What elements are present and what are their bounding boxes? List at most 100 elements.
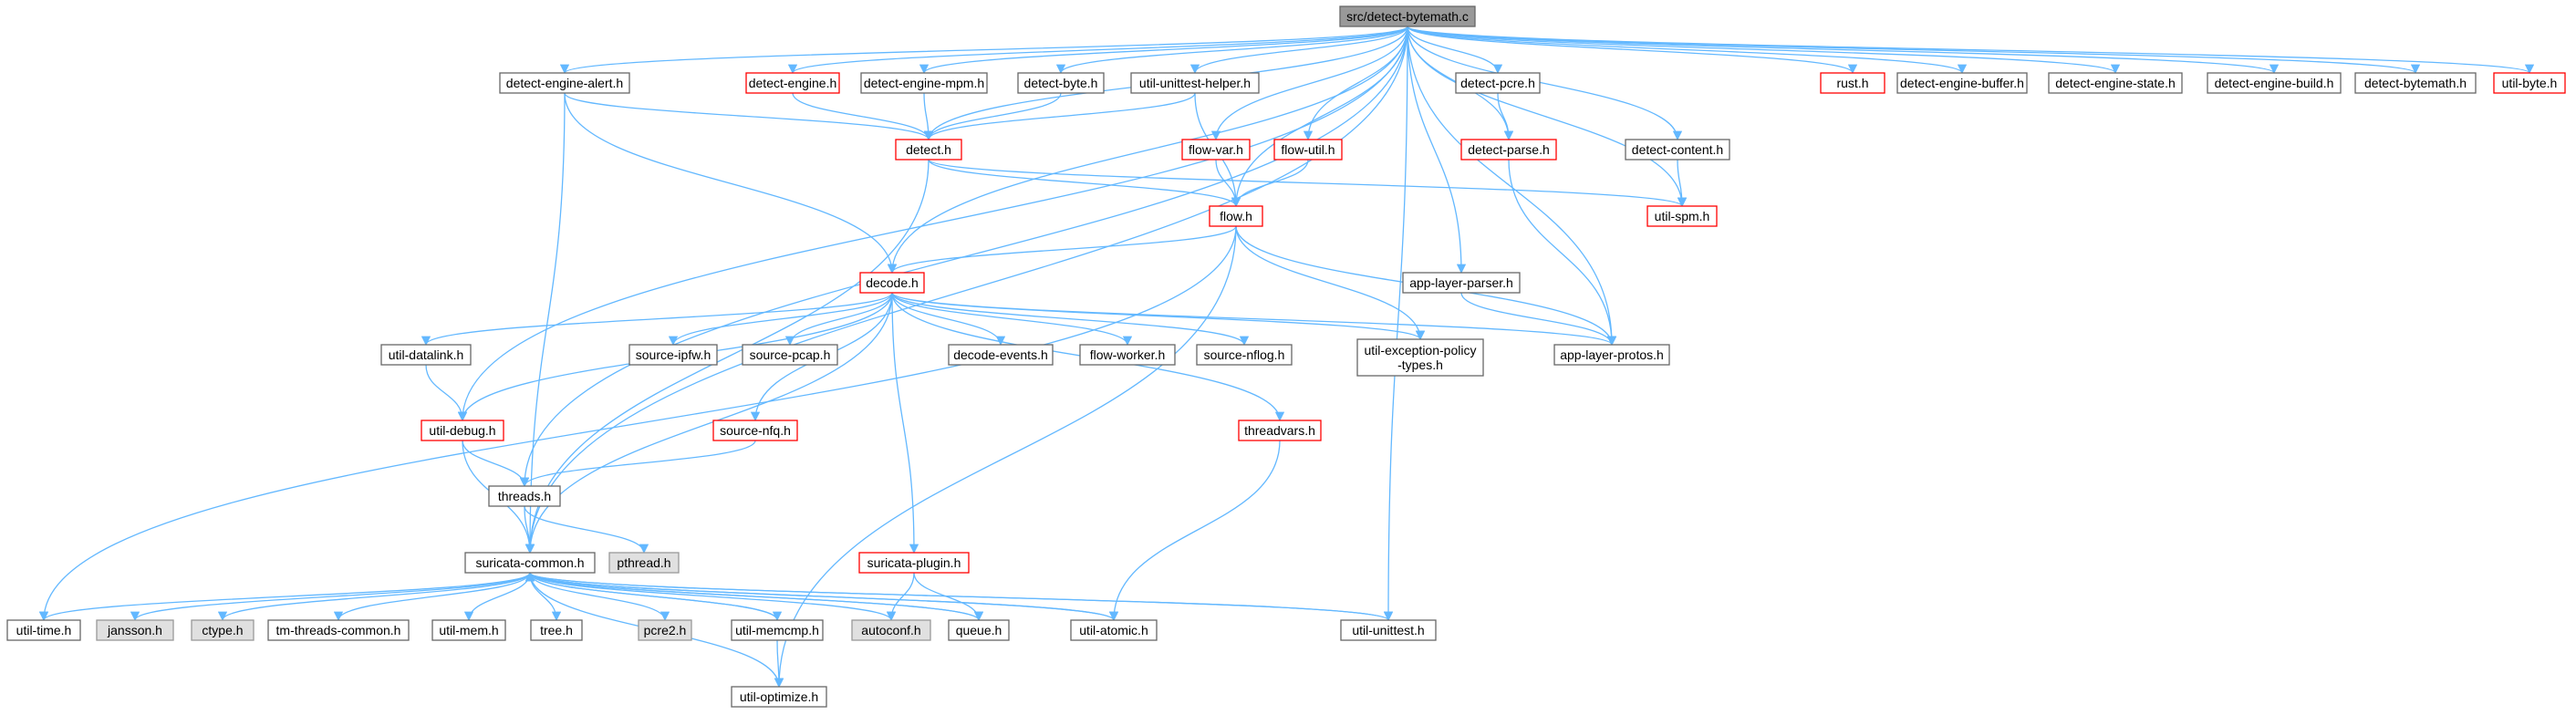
node-pcre[interactable]: detect-pcre.h bbox=[1455, 72, 1541, 94]
node-label: detect.h bbox=[906, 142, 951, 157]
node-box bbox=[1196, 344, 1293, 366]
edge-root-to-spm bbox=[1407, 26, 1688, 208]
node-uth[interactable]: util-unittest-helper.h bbox=[1130, 72, 1260, 94]
node-flow[interactable]: flow.h bbox=[1209, 205, 1263, 227]
edge-sc-to-autoconf bbox=[529, 572, 897, 622]
node-tree[interactable]: tree.h bbox=[530, 619, 583, 641]
node-flowutil[interactable]: flow-util.h bbox=[1273, 139, 1343, 161]
node-box bbox=[2493, 72, 2566, 94]
edge-root-to-flow bbox=[1231, 26, 1408, 208]
node-label: -types.h bbox=[1397, 358, 1443, 372]
node-box bbox=[731, 686, 827, 708]
nodes-layer: src/detect-bytemath.c detect-engine-alert… bbox=[6, 5, 2566, 708]
node-label: detect-engine-mpm.h bbox=[864, 76, 984, 90]
edge-uth-to-detect bbox=[923, 92, 1196, 141]
node-protos[interactable]: app-layer-protos.h bbox=[1553, 344, 1670, 366]
node-utime[interactable]: util-time.h bbox=[6, 619, 81, 641]
node-box bbox=[1625, 139, 1730, 161]
node-uatomic[interactable]: util-atomic.h bbox=[1070, 619, 1158, 641]
node-threads[interactable]: threads.h bbox=[488, 485, 561, 507]
node-umemcmp[interactable]: util-memcmp.h bbox=[731, 619, 824, 641]
node-queue[interactable]: queue.h bbox=[948, 619, 1010, 641]
edge-datalink-to-udebug bbox=[425, 364, 468, 422]
edge-flow-to-uexc bbox=[1235, 225, 1426, 341]
node-box bbox=[712, 420, 798, 441]
node-dbyte[interactable]: detect-byte.h bbox=[1017, 72, 1105, 94]
node-root[interactable]: src/detect-bytemath.c bbox=[1339, 5, 1476, 27]
node-devents[interactable]: decode-events.h bbox=[948, 344, 1054, 366]
node-nfq[interactable]: source-nfq.h bbox=[712, 420, 798, 441]
node-ipfw[interactable]: source-ipfw.h bbox=[628, 344, 718, 366]
node-label: queue.h bbox=[956, 623, 1002, 637]
node-box bbox=[1340, 619, 1437, 641]
node-detect[interactable]: detect.h bbox=[895, 139, 962, 161]
edge-root-to-rust bbox=[1407, 26, 1858, 75]
node-box bbox=[1896, 72, 2028, 94]
node-pcap[interactable]: source-pcap.h bbox=[742, 344, 838, 366]
node-udebug[interactable]: util-debug.h bbox=[421, 420, 504, 441]
node-rust[interactable]: rust.h bbox=[1820, 72, 1885, 94]
node-decode[interactable]: decode.h bbox=[859, 272, 925, 294]
node-mpm[interactable]: detect-engine-mpm.h bbox=[860, 72, 988, 94]
edge-flow-to-decode bbox=[887, 225, 1237, 275]
node-bytemath[interactable]: detect-bytemath.h bbox=[2354, 72, 2477, 94]
edge-root-to-flowvar bbox=[1210, 26, 1408, 141]
node-parse[interactable]: detect-parse.h bbox=[1460, 139, 1557, 161]
edge-root-to-build bbox=[1407, 26, 2279, 75]
node-ctype[interactable]: ctype.h bbox=[191, 619, 254, 641]
node-de[interactable]: detect-engine.h bbox=[745, 72, 840, 94]
node-alp[interactable]: app-layer-parser.h bbox=[1402, 272, 1521, 294]
node-box bbox=[860, 72, 988, 94]
node-sc[interactable]: suricata-common.h bbox=[464, 552, 596, 574]
node-uopt[interactable]: util-optimize.h bbox=[731, 686, 827, 708]
edge-plugin-to-autoconf bbox=[886, 572, 915, 622]
edge-root-to-mpm bbox=[919, 26, 1408, 75]
edge-root-to-ubyte bbox=[1407, 26, 2534, 75]
node-label: util-unittest.h bbox=[1352, 623, 1424, 637]
node-box bbox=[96, 619, 174, 641]
node-uunit[interactable]: util-unittest.h bbox=[1340, 619, 1437, 641]
edge-root-to-bytemath bbox=[1407, 26, 2420, 75]
node-box bbox=[851, 619, 931, 641]
node-label: pthread.h bbox=[617, 555, 670, 570]
node-ubyte[interactable]: util-byte.h bbox=[2493, 72, 2566, 94]
node-plugin[interactable]: suricata-plugin.h bbox=[858, 552, 970, 574]
node-box bbox=[1273, 139, 1343, 161]
edge-detect-to-flow bbox=[928, 159, 1241, 208]
node-box bbox=[1402, 272, 1521, 294]
node-box bbox=[1646, 205, 1718, 227]
node-box bbox=[6, 619, 81, 641]
node-buffer[interactable]: detect-engine-buffer.h bbox=[1896, 72, 2028, 94]
node-alert[interactable]: detect-engine-alert.h bbox=[499, 72, 630, 94]
node-pthread[interactable]: pthread.h bbox=[608, 552, 680, 574]
node-tvars[interactable]: threadvars.h bbox=[1238, 420, 1322, 441]
node-spm[interactable]: util-spm.h bbox=[1646, 205, 1718, 227]
node-state[interactable]: detect-engine-state.h bbox=[2048, 72, 2183, 94]
node-umem[interactable]: util-mem.h bbox=[431, 619, 506, 641]
node-label: src/detect-bytemath.c bbox=[1346, 9, 1469, 24]
node-build[interactable]: detect-engine-build.h bbox=[2207, 72, 2342, 94]
node-flowvar[interactable]: flow-var.h bbox=[1181, 139, 1251, 161]
node-content[interactable]: detect-content.h bbox=[1625, 139, 1730, 161]
node-label: detect-engine-build.h bbox=[2215, 76, 2334, 90]
node-datalink[interactable]: util-datalink.h bbox=[380, 344, 472, 366]
edge-dbyte-to-detect bbox=[923, 92, 1062, 141]
node-box bbox=[2354, 72, 2477, 94]
node-uexc[interactable]: util-exception-policy-types.h bbox=[1356, 338, 1484, 377]
edge-tvars-to-uatomic bbox=[1108, 440, 1281, 622]
node-box bbox=[380, 344, 472, 366]
node-autoconf[interactable]: autoconf.h bbox=[851, 619, 931, 641]
node-fworker[interactable]: flow-worker.h bbox=[1079, 344, 1176, 366]
node-pcre2[interactable]: pcre2.h bbox=[638, 619, 692, 641]
node-label: source-pcap.h bbox=[750, 347, 831, 362]
node-jansson[interactable]: jansson.h bbox=[96, 619, 174, 641]
node-label: detect-parse.h bbox=[1468, 142, 1550, 157]
node-box bbox=[858, 552, 970, 574]
edge-threads-to-sc bbox=[524, 505, 535, 554]
node-label: ctype.h bbox=[202, 623, 243, 637]
node-label: threadvars.h bbox=[1244, 423, 1315, 438]
node-tmtc[interactable]: tm-threads-common.h bbox=[267, 619, 410, 641]
node-nflog[interactable]: source-nflog.h bbox=[1196, 344, 1293, 366]
node-label: flow-worker.h bbox=[1090, 347, 1165, 362]
